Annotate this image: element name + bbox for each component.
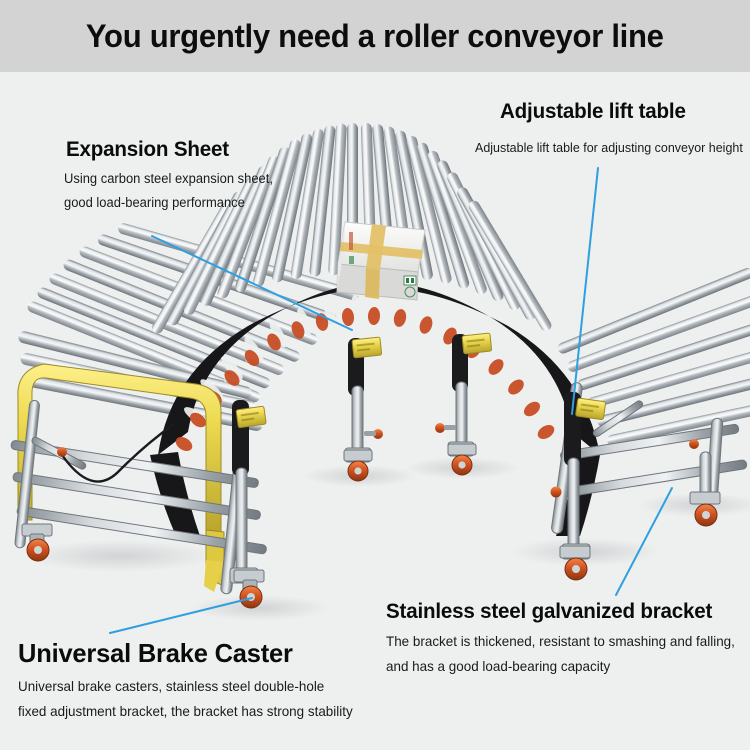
callout-expansion-sheet: Expansion Sheet Using carbon steel expan… bbox=[64, 138, 282, 210]
caster bbox=[447, 443, 477, 476]
callout-desc-line: Universal brake casters, stainless steel… bbox=[18, 678, 325, 694]
callout-title: Stainless steel galvanized bracket bbox=[386, 600, 713, 623]
callout-title: Adjustable lift table bbox=[500, 100, 686, 123]
callout-desc-line: and has a good load-bearing capacity bbox=[386, 658, 611, 674]
cardboard-box bbox=[336, 221, 426, 301]
leader-expansion bbox=[151, 235, 353, 331]
callout-desc-line: Adjustable lift table for adjusting conv… bbox=[475, 140, 743, 155]
brake-knob-icon bbox=[57, 447, 67, 457]
leader-lift bbox=[571, 167, 599, 415]
brake-casters bbox=[21, 443, 721, 609]
arch-roller-bank bbox=[152, 122, 552, 334]
leader-bracket bbox=[615, 487, 673, 596]
caster bbox=[689, 491, 721, 527]
caster bbox=[559, 545, 591, 581]
caster bbox=[21, 523, 53, 562]
callout-desc-line: The bracket is thickened, resistant to s… bbox=[386, 633, 735, 649]
callout-desc-line: good load-bearing performance bbox=[64, 195, 245, 210]
right-roller-bank bbox=[557, 267, 750, 446]
page-title: You urgently need a roller conveyor line bbox=[86, 17, 664, 54]
leader-caster bbox=[109, 597, 253, 634]
header-banner: You urgently need a roller conveyor line bbox=[0, 0, 750, 72]
callout-desc-line: fixed adjustment bracket, the bracket ha… bbox=[18, 703, 353, 719]
callout-title: Expansion Sheet bbox=[66, 138, 229, 161]
caster bbox=[343, 449, 373, 482]
yellow-warning-labels bbox=[235, 332, 606, 429]
callout-stainless-steel-galvanized-bracket: Stainless steel galvanized bracket The b… bbox=[386, 600, 749, 674]
callout-desc-line: Using carbon steel expansion sheet, bbox=[64, 171, 273, 186]
callout-adjustable-lift-table: Adjustable lift table Adjustable lift ta… bbox=[475, 100, 750, 155]
callout-title: Universal Brake Caster bbox=[18, 638, 293, 668]
caster-highlighted bbox=[233, 569, 265, 609]
callout-universal-brake-caster: Universal Brake Caster Universal brake c… bbox=[18, 638, 367, 719]
